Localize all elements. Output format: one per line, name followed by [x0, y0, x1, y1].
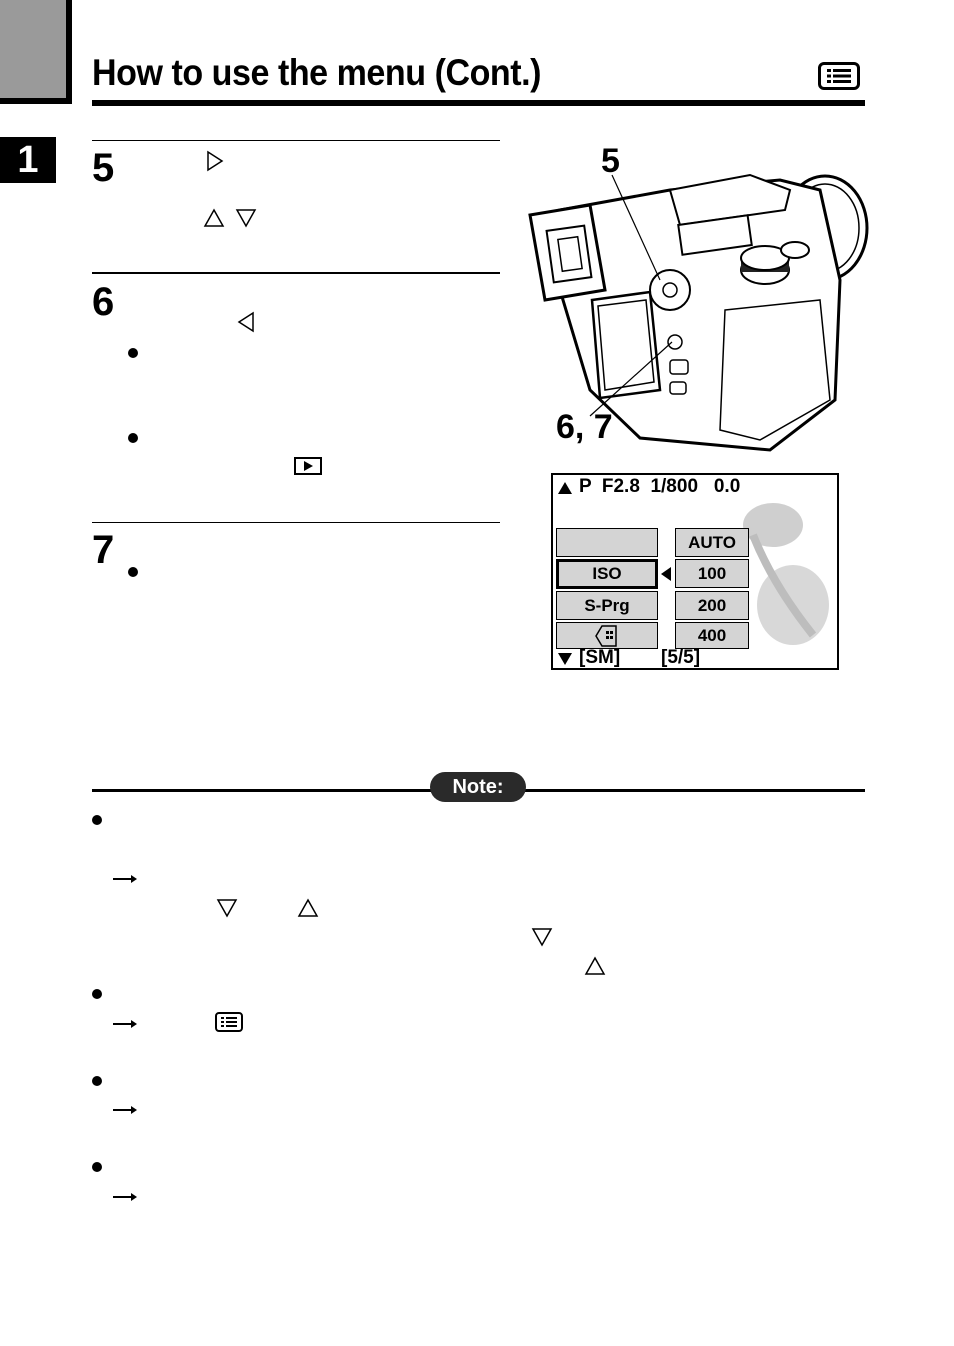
menu-list-icon — [215, 1012, 243, 1032]
callout-label: 5 — [601, 142, 620, 180]
card-icon — [595, 624, 617, 647]
triangle-down-icon — [216, 899, 238, 918]
bullet — [128, 433, 138, 443]
triangle-up-icon — [203, 208, 225, 227]
lcd-status-line: P F2.8 1/800 0.0 — [579, 476, 741, 497]
camera-illustration — [528, 173, 869, 452]
triangle-right-icon — [207, 150, 224, 172]
menu-option-200[interactable]: 200 — [675, 591, 749, 620]
callout-label: 6, 7 — [556, 408, 613, 446]
note-label: Note: — [430, 772, 526, 802]
play-icon — [294, 457, 322, 475]
triangle-up-icon — [584, 956, 606, 975]
selection-pointer-icon — [661, 567, 671, 581]
lcd-footer-mode: [SM] — [579, 647, 621, 668]
step-rule — [92, 140, 500, 141]
triangle-down-icon — [235, 209, 257, 228]
bullet — [92, 1162, 102, 1172]
lcd-footer-page: [5/5] — [661, 647, 701, 668]
menu-left-item[interactable] — [556, 528, 658, 557]
step-number: 5 — [92, 146, 115, 190]
arrow-icon — [113, 875, 137, 883]
bullet — [92, 1076, 102, 1086]
corner-tab — [0, 0, 72, 104]
bullet — [128, 567, 138, 577]
chapter-tab: 1 — [0, 137, 56, 183]
bullet — [92, 989, 102, 999]
arrow-icon — [113, 1106, 137, 1114]
scroll-up-icon — [558, 482, 572, 494]
menu-option-100[interactable]: 100 — [675, 559, 749, 588]
step-number: 7 — [92, 528, 115, 572]
menu-option-auto[interactable]: AUTO — [675, 528, 749, 557]
title-rule — [92, 100, 865, 106]
menu-left-item-sprg[interactable]: S-Prg — [556, 591, 658, 620]
step-rule — [92, 522, 500, 523]
watermark-image — [743, 503, 829, 645]
menu-option-400[interactable]: 400 — [675, 622, 749, 649]
menu-list-icon — [818, 62, 860, 90]
arrow-icon — [113, 1193, 137, 1201]
bullet — [128, 348, 138, 358]
scroll-down-icon — [558, 653, 572, 665]
bullet — [92, 815, 102, 825]
page-title: How to use the menu (Cont.) — [92, 52, 541, 93]
lcd-menu-screen: P F2.8 1/800 0.0 ISO S-Prg AUTO 100 200 … — [551, 473, 839, 670]
step-number: 6 — [92, 280, 115, 324]
arrow-icon — [113, 1020, 137, 1028]
menu-left-item-iso[interactable]: ISO — [556, 559, 658, 589]
triangle-up-icon — [297, 898, 319, 917]
menu-left-item-card[interactable] — [556, 622, 658, 649]
triangle-left-icon — [237, 311, 254, 333]
step-rule — [92, 272, 500, 274]
triangle-down-icon — [531, 928, 553, 947]
